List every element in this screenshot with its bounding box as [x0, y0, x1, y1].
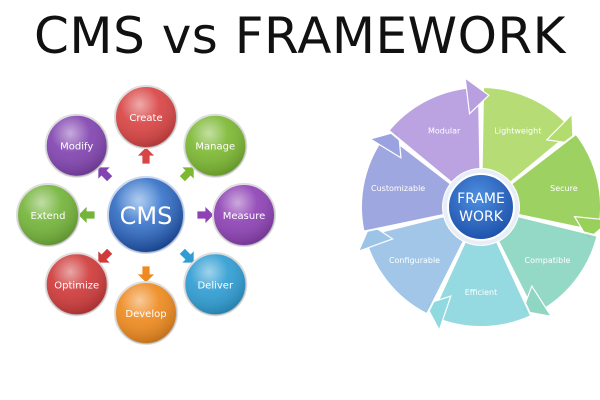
cms-node-label: Develop [125, 309, 166, 320]
framework-segment-compatible: Compatible [496, 214, 599, 318]
cms-node-create: Create [114, 85, 178, 149]
framework-segment-label: Configurable [389, 256, 440, 265]
cms-node-label: Optimize [54, 280, 99, 291]
cms-arrow-modify [97, 166, 114, 183]
framework-segment-configurable: Configurable [357, 214, 466, 316]
framework-segment-label: Customizable [371, 184, 425, 193]
cms-node-label: Manage [195, 142, 235, 153]
framework-segment-label: Compatible [525, 256, 571, 265]
framework-center: FRAME WORK [443, 169, 519, 245]
cms-node-label: Deliver [197, 280, 233, 291]
framework-center-line1: FRAME [457, 191, 505, 207]
cms-node-label: Measure [223, 211, 266, 222]
cms-arrow-measure [196, 205, 215, 225]
cms-node-label: Create [129, 113, 162, 124]
framework-segment-label: Lightweight [494, 126, 541, 135]
cms-node-modify: Modify [44, 113, 109, 178]
framework-center-line2: WORK [459, 209, 504, 225]
cms-node-deliver: Deliver [183, 252, 248, 317]
framework-segment-label: Modular [428, 126, 461, 135]
cms-arrow-extend [77, 205, 96, 225]
cms-node-extend: Extend [16, 183, 80, 247]
page-title: CMS vs FRAMEWORK [34, 7, 566, 65]
cms-arrow-create [136, 146, 156, 165]
cms-node-measure: Measure [212, 183, 276, 247]
cms-node-label: Extend [31, 211, 66, 222]
cms-node-manage: Manage [183, 113, 248, 178]
cms-arrow-optimize [97, 247, 114, 264]
cms-arrows [77, 146, 215, 284]
cms-arrow-deliver [178, 247, 195, 264]
cms-arrow-manage [178, 166, 195, 183]
cms-center-label: CMS [120, 202, 173, 230]
cms-center: CMS [107, 176, 185, 254]
cms-arrow-develop [136, 265, 156, 284]
cms-node-label: Modify [60, 142, 93, 153]
cms-node-develop: Develop [114, 281, 178, 345]
framework-segment-label: Efficient [465, 288, 498, 297]
framework-segment-label: Secure [550, 184, 578, 193]
cms-node-optimize: Optimize [44, 252, 109, 317]
